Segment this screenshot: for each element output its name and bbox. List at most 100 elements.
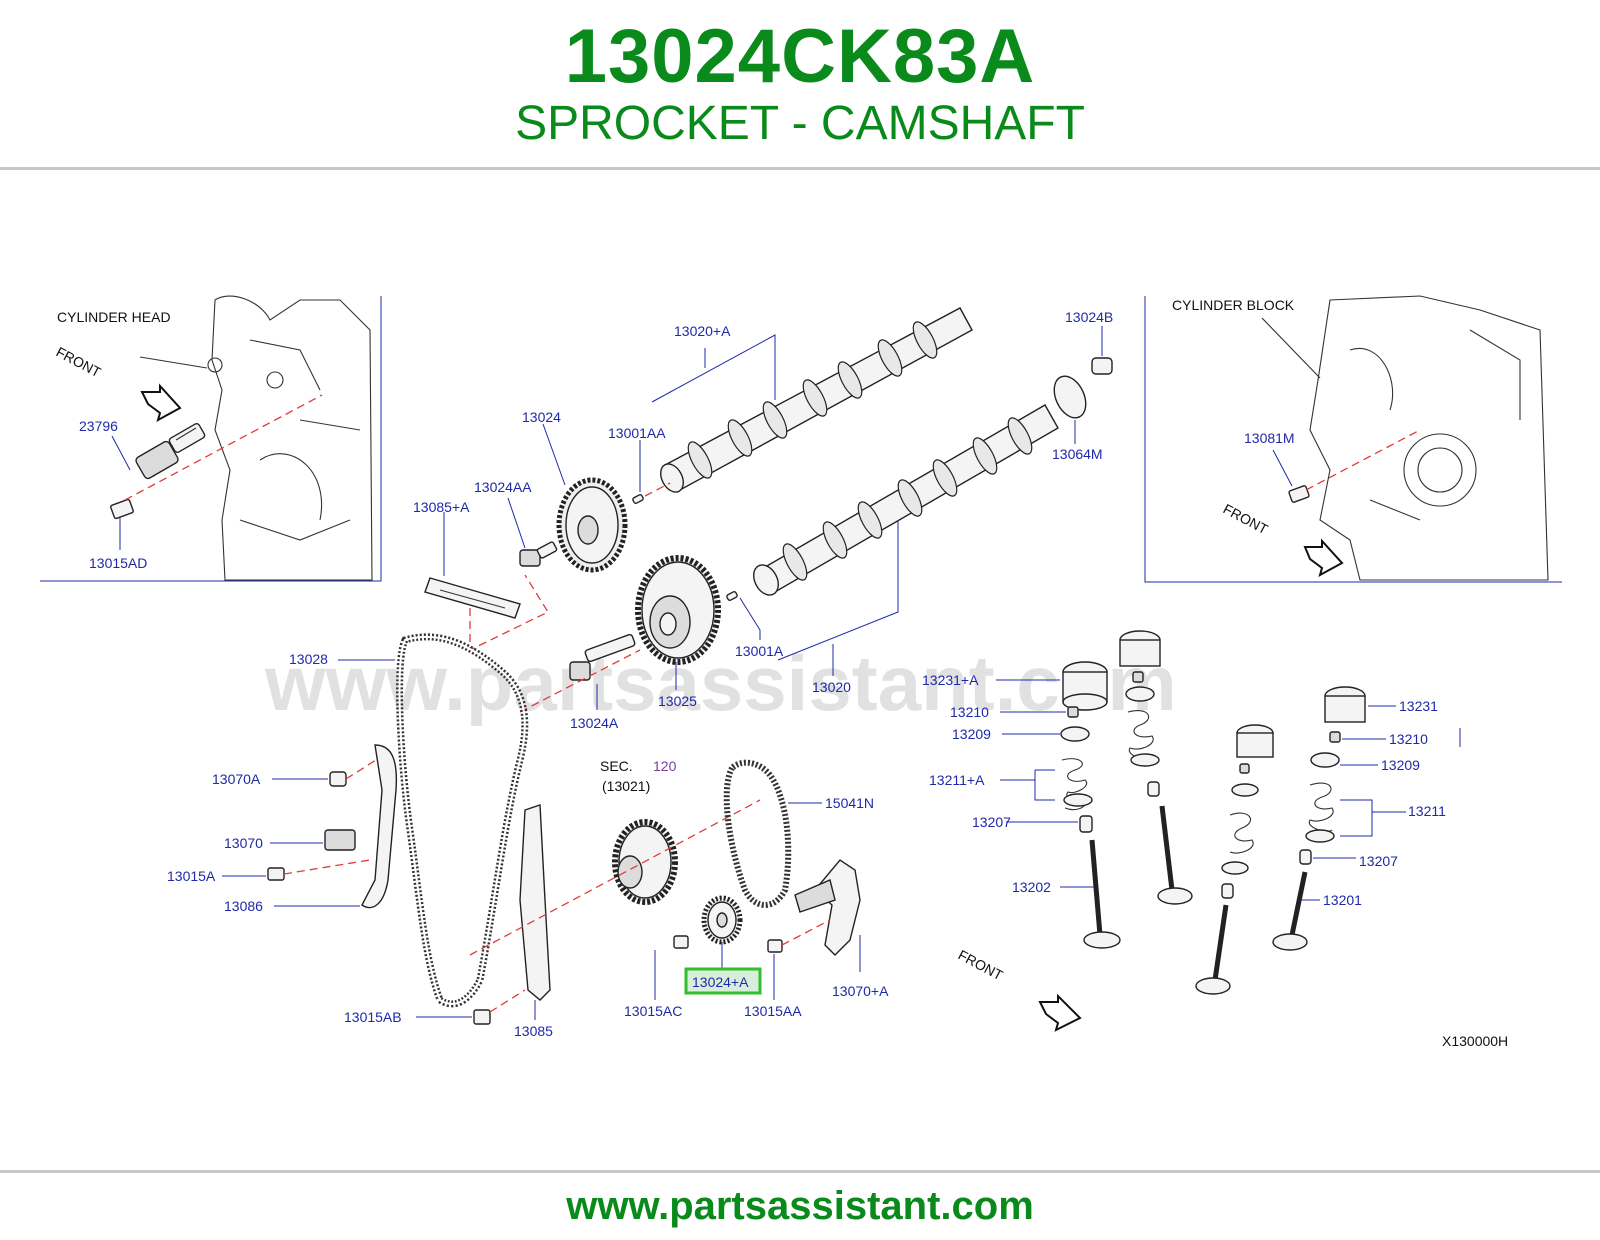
camshaft-sprocket-13024 — [556, 477, 628, 573]
cylinder-block-label: CYLINDER BLOCK — [1172, 297, 1295, 313]
callout-23796[interactable]: 23796 — [79, 418, 118, 434]
valve-head-13201 — [1272, 933, 1308, 951]
parts-diagram: www.partsassistant.com CYLINDER HEAD FRO… — [40, 295, 1562, 1049]
valve-train-left — [1060, 661, 1121, 949]
sec-number[interactable]: 120 — [653, 758, 677, 774]
spring-seat — [1063, 793, 1093, 807]
sec-reference: (13021) — [602, 778, 650, 794]
cylinder-head-label: CYLINDER HEAD — [57, 309, 171, 325]
front-arrow-icon — [1303, 538, 1344, 578]
callout-13070A[interactable]: 13070A — [212, 771, 261, 787]
bolt-13024A-shank — [584, 633, 636, 663]
collet — [1239, 763, 1250, 774]
callout-13015AB[interactable]: 13015AB — [344, 1009, 402, 1025]
main-front-label: FRONT — [956, 947, 1006, 984]
callout-13210R[interactable]: 13210 — [1389, 731, 1428, 747]
cylinder-head-bolt-hole — [207, 357, 223, 373]
callout-13085[interactable]: 13085 — [514, 1023, 553, 1039]
callout-13024plusA[interactable]: 13024+A — [692, 974, 749, 990]
cylinder-block-detail — [1349, 329, 1521, 521]
cylinder-head-inset-frame — [40, 296, 382, 582]
guide-bolt-dash-line — [489, 989, 526, 1013]
callout-13070plusA[interactable]: 13070+A — [832, 983, 889, 999]
callout-13020[interactable]: 13020 — [812, 679, 851, 695]
leader-13020 — [777, 520, 899, 661]
callout-15041N[interactable]: 15041N — [825, 795, 874, 811]
bolt-13015AC — [673, 935, 689, 949]
callout-13231A[interactable]: 13231+A — [922, 672, 979, 688]
spring-seat — [1305, 829, 1335, 843]
callout-13001A[interactable]: 13001A — [735, 643, 784, 659]
cylinder-head-leader — [139, 356, 208, 369]
valve-lifter-13231A-bottom — [1062, 693, 1108, 711]
callout-13231[interactable]: 13231 — [1399, 698, 1438, 714]
leader-13211 — [1340, 799, 1406, 837]
front-arrow-icon — [1038, 993, 1082, 1032]
callout-13025[interactable]: 13025 — [658, 693, 697, 709]
cylinder-block-bore-inner — [1417, 447, 1463, 493]
callout-13028[interactable]: 13028 — [289, 651, 328, 667]
callout-13086[interactable]: 13086 — [224, 898, 263, 914]
part-name-subtitle: SPROCKET - CAMSHAFT — [515, 97, 1085, 150]
retainer — [1231, 783, 1259, 797]
spring — [1127, 710, 1154, 760]
oil-pump-tensioner-13070plusA — [814, 859, 861, 956]
spring — [1229, 812, 1254, 854]
dowel-pin-13001AA — [632, 494, 644, 504]
callout-13210L[interactable]: 13210 — [950, 704, 989, 720]
valve-seal-13207 — [1299, 849, 1312, 865]
leader-13024 — [542, 423, 566, 486]
cylinder-block-inset: CYLINDER BLOCK 13081M FRONT — [1144, 295, 1562, 583]
solenoid-valve-23796 — [135, 422, 206, 480]
solenoid-coil-line — [175, 427, 197, 441]
seal — [1221, 883, 1234, 899]
valve-train-center-left — [1119, 630, 1193, 905]
cylinder-head-detail — [239, 339, 361, 541]
exhaust-camshaft-13020 — [753, 404, 1059, 596]
callout-13209L[interactable]: 13209 — [952, 726, 991, 742]
callout-13064M[interactable]: 13064M — [1052, 446, 1103, 462]
highlight-box[interactable] — [684, 967, 762, 995]
callout-13085A[interactable]: 13085+A — [413, 499, 470, 515]
callout-13020A[interactable]: 13020+A — [674, 323, 731, 339]
cylinder-block-sketch — [1309, 295, 1549, 581]
callout-13207L[interactable]: 13207 — [972, 814, 1011, 830]
callout-13024A[interactable]: 13024A — [570, 715, 619, 731]
callout-13202[interactable]: 13202 — [1012, 879, 1051, 895]
tensioner-arm-13086 — [361, 744, 398, 909]
valve-collet-13210 — [1067, 706, 1079, 718]
valve-train-right — [1272, 686, 1366, 951]
callout-13015AD[interactable]: 13015AD — [89, 555, 147, 571]
callout-13024AA[interactable]: 13024AA — [474, 479, 532, 495]
callout-13015AA[interactable]: 13015AA — [744, 1003, 802, 1019]
callout-13201[interactable]: 13201 — [1323, 892, 1362, 908]
chain-guide-13085 — [519, 804, 551, 1001]
chain-guide-13085A-rib — [439, 589, 506, 609]
oil-pump-sprocket-hub — [716, 912, 728, 928]
valve-collet-13210 — [1329, 731, 1341, 743]
callout-13024B[interactable]: 13024B — [1065, 309, 1113, 325]
oil-pump-chain-15041N — [723, 759, 792, 908]
callout-13211[interactable]: 13211 — [1408, 803, 1446, 819]
cylinder-head-front-label: FRONT — [54, 344, 104, 381]
callout-13015A[interactable]: 13015A — [167, 868, 216, 884]
sensor-13081M — [1288, 485, 1310, 503]
cylinder-head-port — [266, 371, 284, 389]
callout-13081M[interactable]: 13081M — [1244, 430, 1295, 446]
callout-13207R[interactable]: 13207 — [1359, 853, 1398, 869]
cylinder-block-leader — [1261, 317, 1321, 379]
front-arrow-icon — [140, 383, 182, 423]
tensioner-dash-line — [283, 859, 371, 875]
callout-13001AA[interactable]: 13001AA — [608, 425, 666, 441]
callout-13070[interactable]: 13070 — [224, 835, 263, 851]
solenoid-body — [135, 440, 179, 480]
callout-13209R[interactable]: 13209 — [1381, 757, 1420, 773]
callout-13024[interactable]: 13024 — [522, 409, 561, 425]
callout-13211A[interactable]: 13211+A — [929, 772, 985, 788]
seal-13064M — [1053, 375, 1087, 419]
part-number-title: 13024CK83A — [564, 14, 1036, 99]
callout-13015AC[interactable]: 13015AC — [624, 1003, 682, 1019]
leader-13001A — [739, 597, 761, 640]
footer-url-link[interactable]: www.partsassistant.com — [566, 1184, 1034, 1228]
cylinder-block-inset-frame — [1144, 296, 1562, 583]
